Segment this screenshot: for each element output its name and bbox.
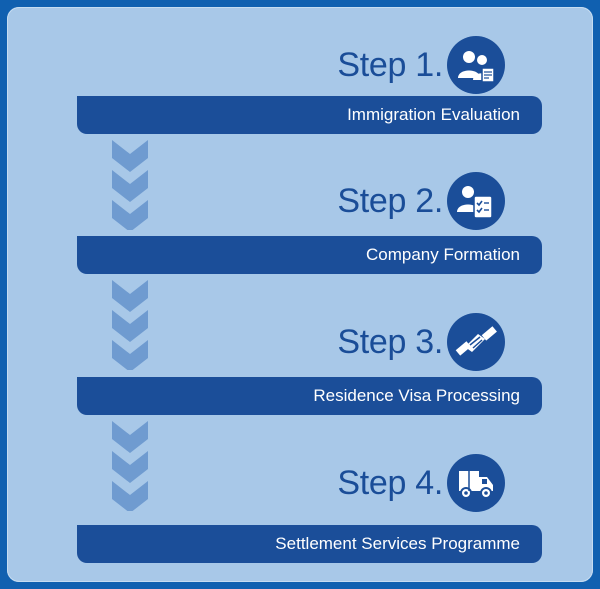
step-4-bar: Settlement Services Programme [77,525,542,563]
step-3-heading: Step 3. [337,312,505,372]
step-1-label: Step 1. [337,45,443,84]
person-with-checklist-icon [447,172,505,230]
step-2-heading: Step 2. [337,171,505,231]
step-1-heading: Step 1. [337,35,505,95]
step-1-connector-chevrons [110,140,150,230]
step-2-bar: Company Formation [77,236,542,274]
step-3-connector-chevrons [110,421,150,511]
handshake-icon [447,313,505,371]
step-2-title: Company Formation [365,245,520,264]
people-with-document-icon [447,36,505,94]
step-4-label: Step 4. [337,463,443,502]
moving-truck-icon [447,454,505,512]
step-2-label: Step 2. [337,181,443,220]
step-3-title: Residence Visa Processing [313,386,520,405]
step-3-bar: Residence Visa Processing [77,377,542,415]
step-4-title: Settlement Services Programme [275,534,520,553]
process-panel: Step 1. Immigration Evaluation Step 2. [7,7,593,582]
step-2-connector-chevrons [110,280,150,370]
step-4-heading: Step 4. [337,453,505,513]
step-3-label: Step 3. [337,322,443,361]
step-1-bar: Immigration Evaluation [77,96,542,134]
step-1-title: Immigration Evaluation [347,105,520,124]
